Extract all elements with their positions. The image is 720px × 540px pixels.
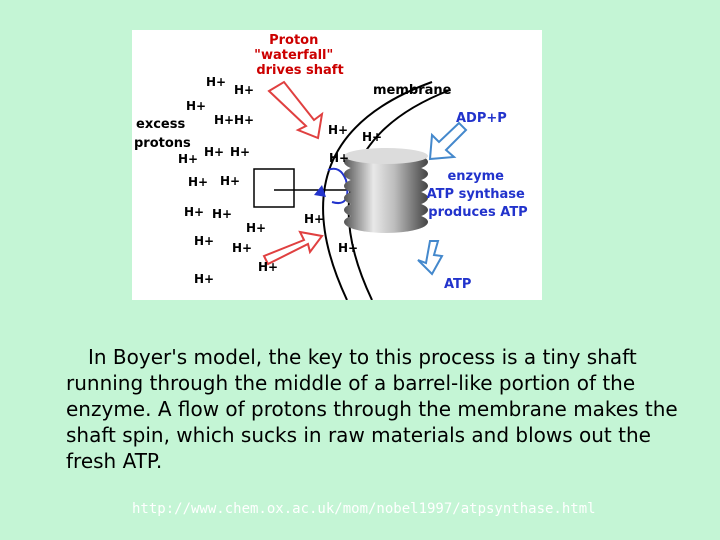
proton-labels: H+ H+ H+ H+ H+ H+ H+ H+ H+ H+ H+ H+ H+ H…: [178, 75, 382, 286]
proton-label: H+: [246, 221, 266, 235]
proton-label: H+: [194, 272, 214, 286]
atp-synthase-diagram: Proton "waterfall" drives shaft membrane…: [132, 30, 542, 300]
flow-arrow: [262, 230, 324, 266]
rotation-arrowhead: [314, 185, 326, 197]
proton-label: H+: [214, 113, 234, 127]
proton-label: H+: [220, 174, 240, 188]
proton-label: H+: [206, 75, 226, 89]
adp-arrow: [428, 121, 468, 161]
proton-label: H+: [178, 152, 198, 166]
proton-label: H+: [329, 151, 349, 165]
proton-label: H+: [258, 260, 278, 274]
source-url: http://www.chem.ox.ac.uk/mom/nobel1997/a…: [132, 501, 596, 517]
proton-label: H+: [232, 241, 252, 255]
proton-label: H+: [184, 205, 204, 219]
proton-label: H+: [212, 207, 232, 221]
proton-label: H+: [188, 175, 208, 189]
proton-label: H+: [328, 123, 348, 137]
waterfall-label: Proton "waterfall" drives shaft: [254, 33, 344, 78]
proton-label: H+: [304, 212, 324, 226]
atp-label: ATP: [444, 277, 471, 292]
rotation-arrow: [327, 167, 349, 204]
caption: In Boyer's model, the key to this proces…: [66, 345, 678, 473]
proton-label: H+: [362, 130, 382, 144]
proton-label: H+: [186, 99, 206, 113]
proton-label: H+: [338, 241, 358, 255]
atp-arrow: [417, 240, 444, 276]
proton-label: H+: [204, 145, 224, 159]
proton-label: H+: [230, 145, 250, 159]
proton-label: H+: [194, 234, 214, 248]
enzyme-barrel: [344, 148, 428, 233]
membrane-label: membrane: [373, 83, 452, 98]
enzyme-label: enzyme ATP synthase produces ATP: [427, 169, 530, 220]
adp-label: ADP+P: [456, 111, 507, 126]
excess-protons-label: excess protons: [134, 117, 191, 151]
proton-label: H+: [234, 113, 254, 127]
waterfall-arrow: [267, 80, 324, 140]
shaft-box: [253, 168, 295, 208]
membrane-outer-arc: [322, 81, 433, 300]
proton-label: H+: [234, 83, 254, 97]
